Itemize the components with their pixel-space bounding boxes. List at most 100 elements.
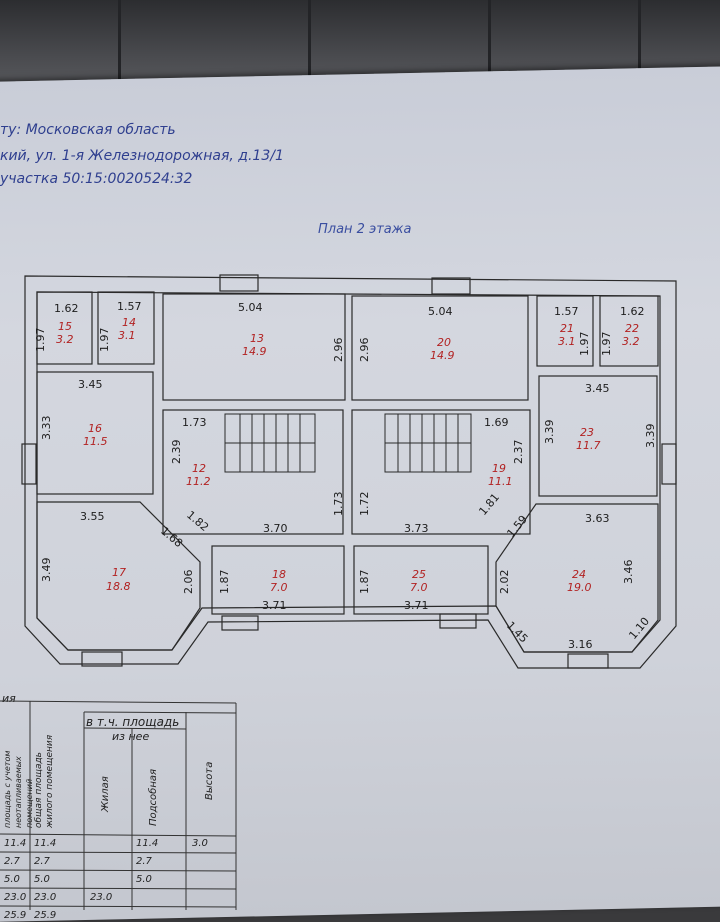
staircase-left [224,413,316,473]
room-area: 7.0 [270,581,288,594]
room-number: 14 [122,316,136,329]
window [431,277,471,295]
window [219,274,259,292]
dimension-label: 2.06 [182,570,195,595]
dimension-label: 1.87 [218,570,231,595]
room-area: 11.7 [576,439,601,452]
room-area: 11.2 [186,475,211,488]
room-25-outline [353,545,489,615]
table-cell: 5.0 [136,874,152,885]
dimension-label: 3.71 [404,599,429,612]
dimension-label: 2.37 [512,440,525,465]
room-area: 14.9 [242,345,267,358]
table-cell: 11.4 [136,838,159,849]
table-cell: 25.9 [4,910,27,921]
table-cell: 11.4 [34,838,57,849]
table-cell: 23.0 [4,892,27,903]
room-22-outline [599,295,659,367]
room-number: 20 [437,336,451,349]
dimension-label: 3.70 [263,522,288,535]
room-area: 14.9 [430,349,455,362]
room-area: 3.1 [558,335,576,348]
room-number: 23 [580,426,594,439]
background-tile [118,0,311,80]
dimension-label: 3.45 [585,382,610,395]
table-sub-label: из нее [112,730,150,743]
room-19-outline [351,409,531,535]
window [567,653,609,669]
table-cell: 5.0 [4,874,20,885]
dimension-label: 1.72 [358,492,371,517]
table-grid [0,700,237,910]
dimension-label: 1.87 [358,570,371,595]
address-line-3: участка 50:15:0020524:32 [0,171,193,187]
dimension-label: 5.04 [428,305,453,318]
dimension-label: 2.02 [498,570,511,595]
window [221,615,259,631]
col-header-utility: Подсобная [148,768,159,826]
dimension-label: 1.57 [554,305,579,318]
room-number: 15 [58,320,72,333]
dimension-label: 1.59 [504,513,530,540]
dimension-label: 1.73 [182,416,207,429]
background-tile [488,0,641,80]
room-number: 24 [572,568,586,581]
dimension-label: 1.62 [54,302,79,315]
dimension-label: 1.97 [600,332,613,357]
room-number: 19 [492,462,506,475]
table-cell: 2.7 [136,856,152,867]
dimension-label: 1.68 [158,524,185,550]
table-cell: 25.9 [34,910,57,921]
dimension-label: 3.46 [622,560,635,585]
room-number: 18 [272,568,286,581]
table-cell: 2.7 [4,856,20,867]
table-cell: 23.0 [90,892,113,903]
room-number: 22 [625,322,639,335]
dimension-label: 3.55 [80,510,105,523]
dimension-label: 5.04 [238,301,263,314]
window [661,443,677,485]
col-header-total-area: площадь с учетом неотапливаемых помещени… [3,750,34,828]
room-area: 19.0 [567,581,592,594]
col-header-residential: Жилая [100,776,111,812]
dimension-label: 3.71 [262,599,287,612]
room-number: 25 [412,568,426,581]
room-area: 3.1 [118,329,136,342]
table-cell: 23.0 [34,892,57,903]
room-21-outline [536,295,594,367]
room-number: 21 [560,322,574,335]
room-area: 11.5 [83,435,108,448]
room-23-outline [538,375,658,497]
staircase-right [384,413,472,473]
room-20-outline [351,295,529,401]
col-header-height: Высота [204,761,215,800]
table-cell: 3.0 [192,838,208,849]
room-24-outline [495,503,659,653]
room-15-outline [36,291,93,365]
window [439,613,477,629]
plan-title: План 2 этажа [318,222,412,237]
room-number: 17 [112,566,126,579]
outer-wall [24,275,677,669]
table-top-label: ия [2,692,16,705]
dimension-label: 1.81 [476,491,502,518]
dimension-label: 3.49 [40,558,53,583]
dimension-label: 1.82 [184,508,211,534]
room-number: 12 [192,462,206,475]
room-14-outline [97,291,155,365]
dimension-label: 1.57 [117,300,142,313]
dimension-label: 1.97 [98,328,111,353]
room-number: 16 [88,422,102,435]
dimension-label: 3.73 [404,522,429,535]
table-cell: 5.0 [34,874,50,885]
dimension-label: 3.16 [568,638,593,651]
room-area: 3.2 [622,335,640,348]
room-labels: 15 3.2 14 3.1 13 14.9 20 14.9 21 3.1 22 … [56,316,640,594]
room-area: 18.8 [106,580,131,593]
dimension-label: 3.39 [543,420,556,445]
dimension-label: 2.96 [332,338,345,363]
dimension-label: 2.96 [358,338,371,363]
room-12-outline [162,409,344,535]
table-cell: 2.7 [34,856,50,867]
